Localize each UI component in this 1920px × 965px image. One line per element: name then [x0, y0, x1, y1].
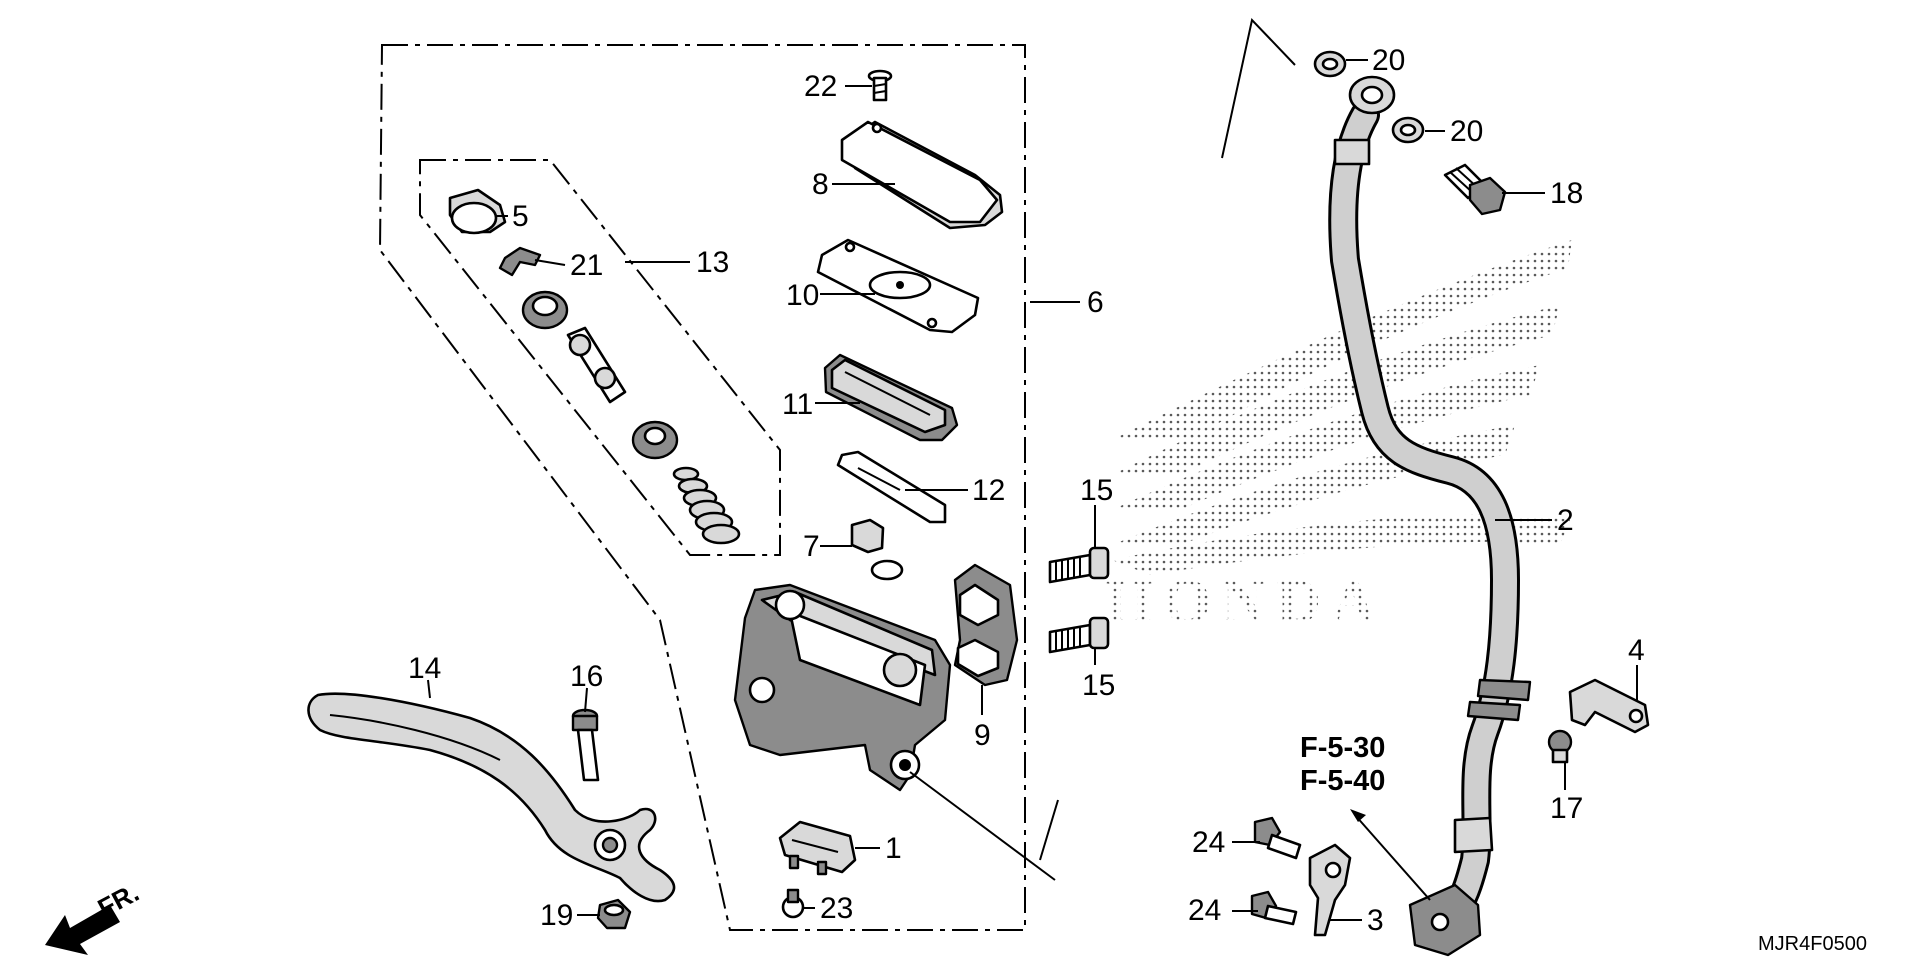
part-19-nut [596, 898, 632, 930]
part-20-washer-upper [1313, 50, 1347, 78]
callout-17: 17 [1550, 792, 1583, 825]
reference-labels: F-5-30 F-5-40 [1300, 732, 1385, 797]
part-13-piston-set [448, 188, 741, 545]
callout-15-lower: 15 [1082, 669, 1115, 702]
part-10-diaphragm-plate [816, 238, 980, 334]
callout-20-upper: 20 [1372, 44, 1405, 77]
front-arrow-icon [45, 905, 120, 955]
honda-wordmark: HONDA [1105, 568, 1386, 636]
part-4-hose-clamp [1568, 678, 1650, 734]
part-15-bolt-upper [1048, 546, 1110, 584]
callout-19: 19 [540, 899, 573, 932]
callout-23: 23 [820, 892, 853, 925]
part-22-screw [867, 69, 893, 102]
callout-12: 12 [972, 474, 1005, 507]
callout-21: 21 [570, 249, 603, 282]
part-6-master-cylinder [733, 583, 952, 792]
callout-10: 10 [786, 279, 819, 312]
part-7-clip [850, 518, 904, 581]
callout-24-lower: 24 [1188, 894, 1221, 927]
part-24-bolt-upper [1253, 816, 1302, 860]
part-2-brake-hose [1328, 75, 1532, 957]
callout-6: 6 [1087, 286, 1104, 319]
reference-f-5-30: F-5-30 [1300, 732, 1385, 764]
callout-1: 1 [885, 832, 902, 865]
callout-18: 18 [1550, 177, 1583, 210]
mount-boundary-line [1039, 799, 1059, 861]
callout-14: 14 [408, 652, 441, 685]
callout-4: 4 [1628, 634, 1645, 667]
part-16-pivot-bolt [571, 708, 600, 782]
front-direction-indicator: FR. [45, 877, 144, 955]
callout-3: 3 [1367, 904, 1384, 937]
part-18-banjo-bolt [1443, 163, 1507, 216]
part-23-screw [781, 888, 805, 919]
part-1-stop-switch [778, 820, 857, 876]
part-15-bolt-lower [1048, 616, 1110, 654]
callout-9: 9 [974, 719, 991, 752]
callout-5: 5 [512, 200, 529, 233]
hose-boundary-line [1221, 17, 1296, 159]
callout-11: 11 [782, 388, 813, 421]
part-3-clamp [1308, 843, 1352, 937]
leader-lines [427, 59, 1638, 921]
callout-20-lower: 20 [1450, 115, 1483, 148]
group-13-boundary [419, 159, 781, 556]
callout-7: 7 [803, 530, 820, 563]
callout-16: 16 [570, 660, 603, 693]
callout-15-upper: 15 [1080, 474, 1113, 507]
part-9-clamp [953, 563, 1019, 687]
group-6-boundary [378, 44, 1026, 931]
drawing-code: MJR4F0500 [1758, 933, 1867, 955]
part-24-bolt-lower [1250, 890, 1298, 926]
part-8-reservoir-cap [840, 120, 1004, 230]
part-12-plate [836, 450, 947, 524]
part-14-brake-lever [307, 692, 676, 903]
callout-22: 22 [804, 70, 837, 103]
callout-2: 2 [1557, 504, 1574, 537]
reference-f-5-40: F-5-40 [1300, 765, 1385, 797]
callout-numbers: 22 8 6 10 11 12 7 15 15 9 5 21 13 14 16 … [408, 44, 1645, 937]
part-17-bolt [1547, 729, 1573, 764]
honda-wing-watermark: HONDA [1105, 240, 1572, 636]
part-20-washer-lower [1391, 116, 1425, 144]
part-11-diaphragm [823, 353, 959, 442]
callout-8: 8 [812, 168, 829, 201]
callout-24-upper: 24 [1192, 826, 1225, 859]
callout-13: 13 [696, 246, 729, 279]
